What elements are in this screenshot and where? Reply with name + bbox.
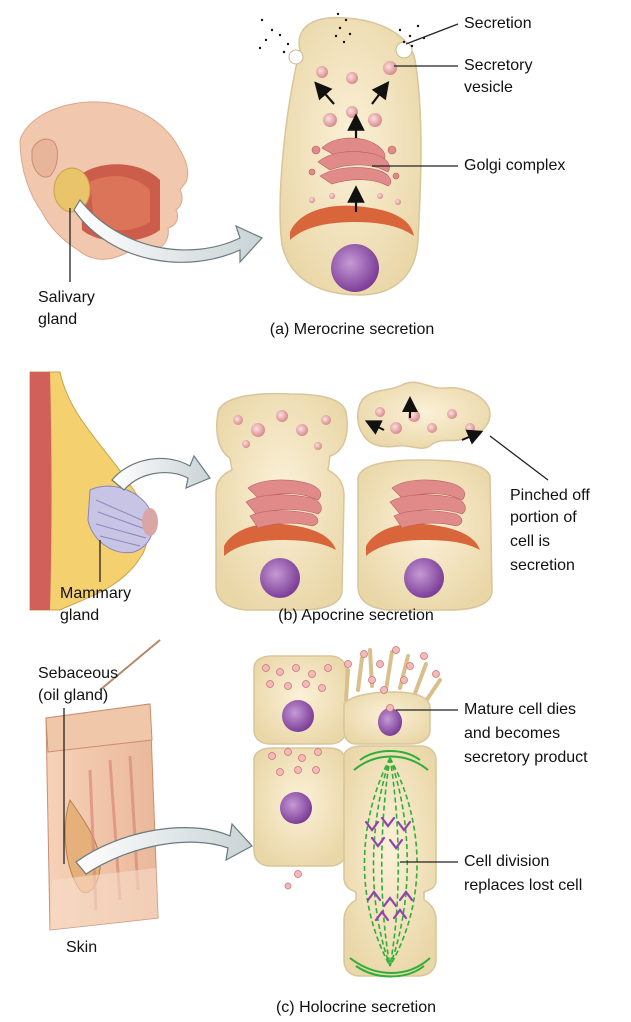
label-mature-cell-3: secretory product <box>464 749 588 766</box>
label-pinched-2: portion of <box>510 509 577 526</box>
breast-illustration <box>30 372 158 610</box>
label-mammary-1: Mammary <box>60 585 131 602</box>
nucleus-a <box>331 244 379 292</box>
panel-apocrine: Pinched off portion of cell is secretion… <box>30 372 590 624</box>
caption-merocrine: (a) Merocrine secretion <box>270 321 435 338</box>
caption-holocrine: (c) Holocrine secretion <box>276 999 436 1016</box>
label-golgi-complex: Golgi complex <box>464 157 565 174</box>
panel-holocrine: Mature cell dies and becomes secretory p… <box>38 640 588 1016</box>
label-sebaceous-2: (oil gland) <box>38 687 108 704</box>
dividing-cell <box>344 746 436 976</box>
label-cell-division-1: Cell division <box>464 853 549 870</box>
label-secretion: Secretion <box>464 15 532 32</box>
label-pinched-4: secretion <box>510 557 575 574</box>
skin-illustration <box>46 640 160 930</box>
curved-arrow-b <box>112 456 210 490</box>
label-mammary-2: gland <box>60 607 99 624</box>
leader-secretion <box>406 24 458 44</box>
leader-pinched <box>490 436 548 480</box>
label-salivary-2: gland <box>38 311 77 328</box>
label-mature-cell-1: Mature cell dies <box>464 701 576 718</box>
label-pinched-1: Pinched off <box>510 487 590 504</box>
nucleus-b-left <box>260 558 300 598</box>
label-skin: Skin <box>66 939 97 956</box>
label-secretory-vesicle-1: Secretory <box>464 57 532 74</box>
label-cell-division-2: replaces lost cell <box>464 877 582 894</box>
label-pinched-3: cell is <box>510 533 550 550</box>
caption-apocrine: (b) Apocrine secretion <box>278 607 434 624</box>
nucleus-b-right <box>404 558 444 598</box>
label-salivary-1: Salivary <box>38 289 95 306</box>
label-mature-cell-2: and becomes <box>464 725 560 742</box>
label-secretory-vesicle-2: vesicle <box>464 79 513 96</box>
label-sebaceous-1: Sebaceous <box>38 665 118 682</box>
panel-merocrine: Secretion Secretory vesicle Golgi comple… <box>20 13 565 338</box>
